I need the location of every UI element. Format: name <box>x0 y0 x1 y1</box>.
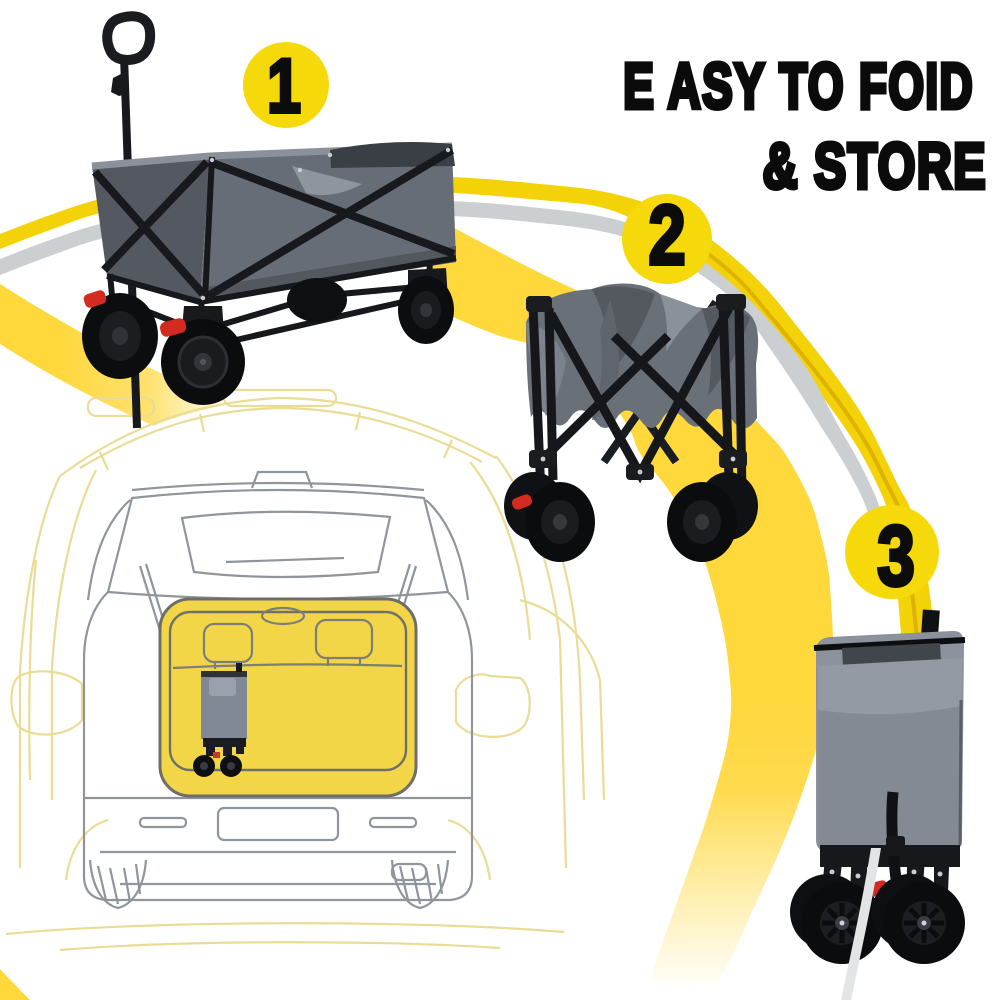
svg-text:& STORE: & STORE <box>763 132 987 203</box>
svg-text:E ASY TO FOID: E ASY TO FOID <box>623 50 974 121</box>
svg-text:1: 1 <box>267 44 301 129</box>
svg-text:2: 2 <box>648 189 685 283</box>
svg-text:3: 3 <box>877 509 915 604</box>
